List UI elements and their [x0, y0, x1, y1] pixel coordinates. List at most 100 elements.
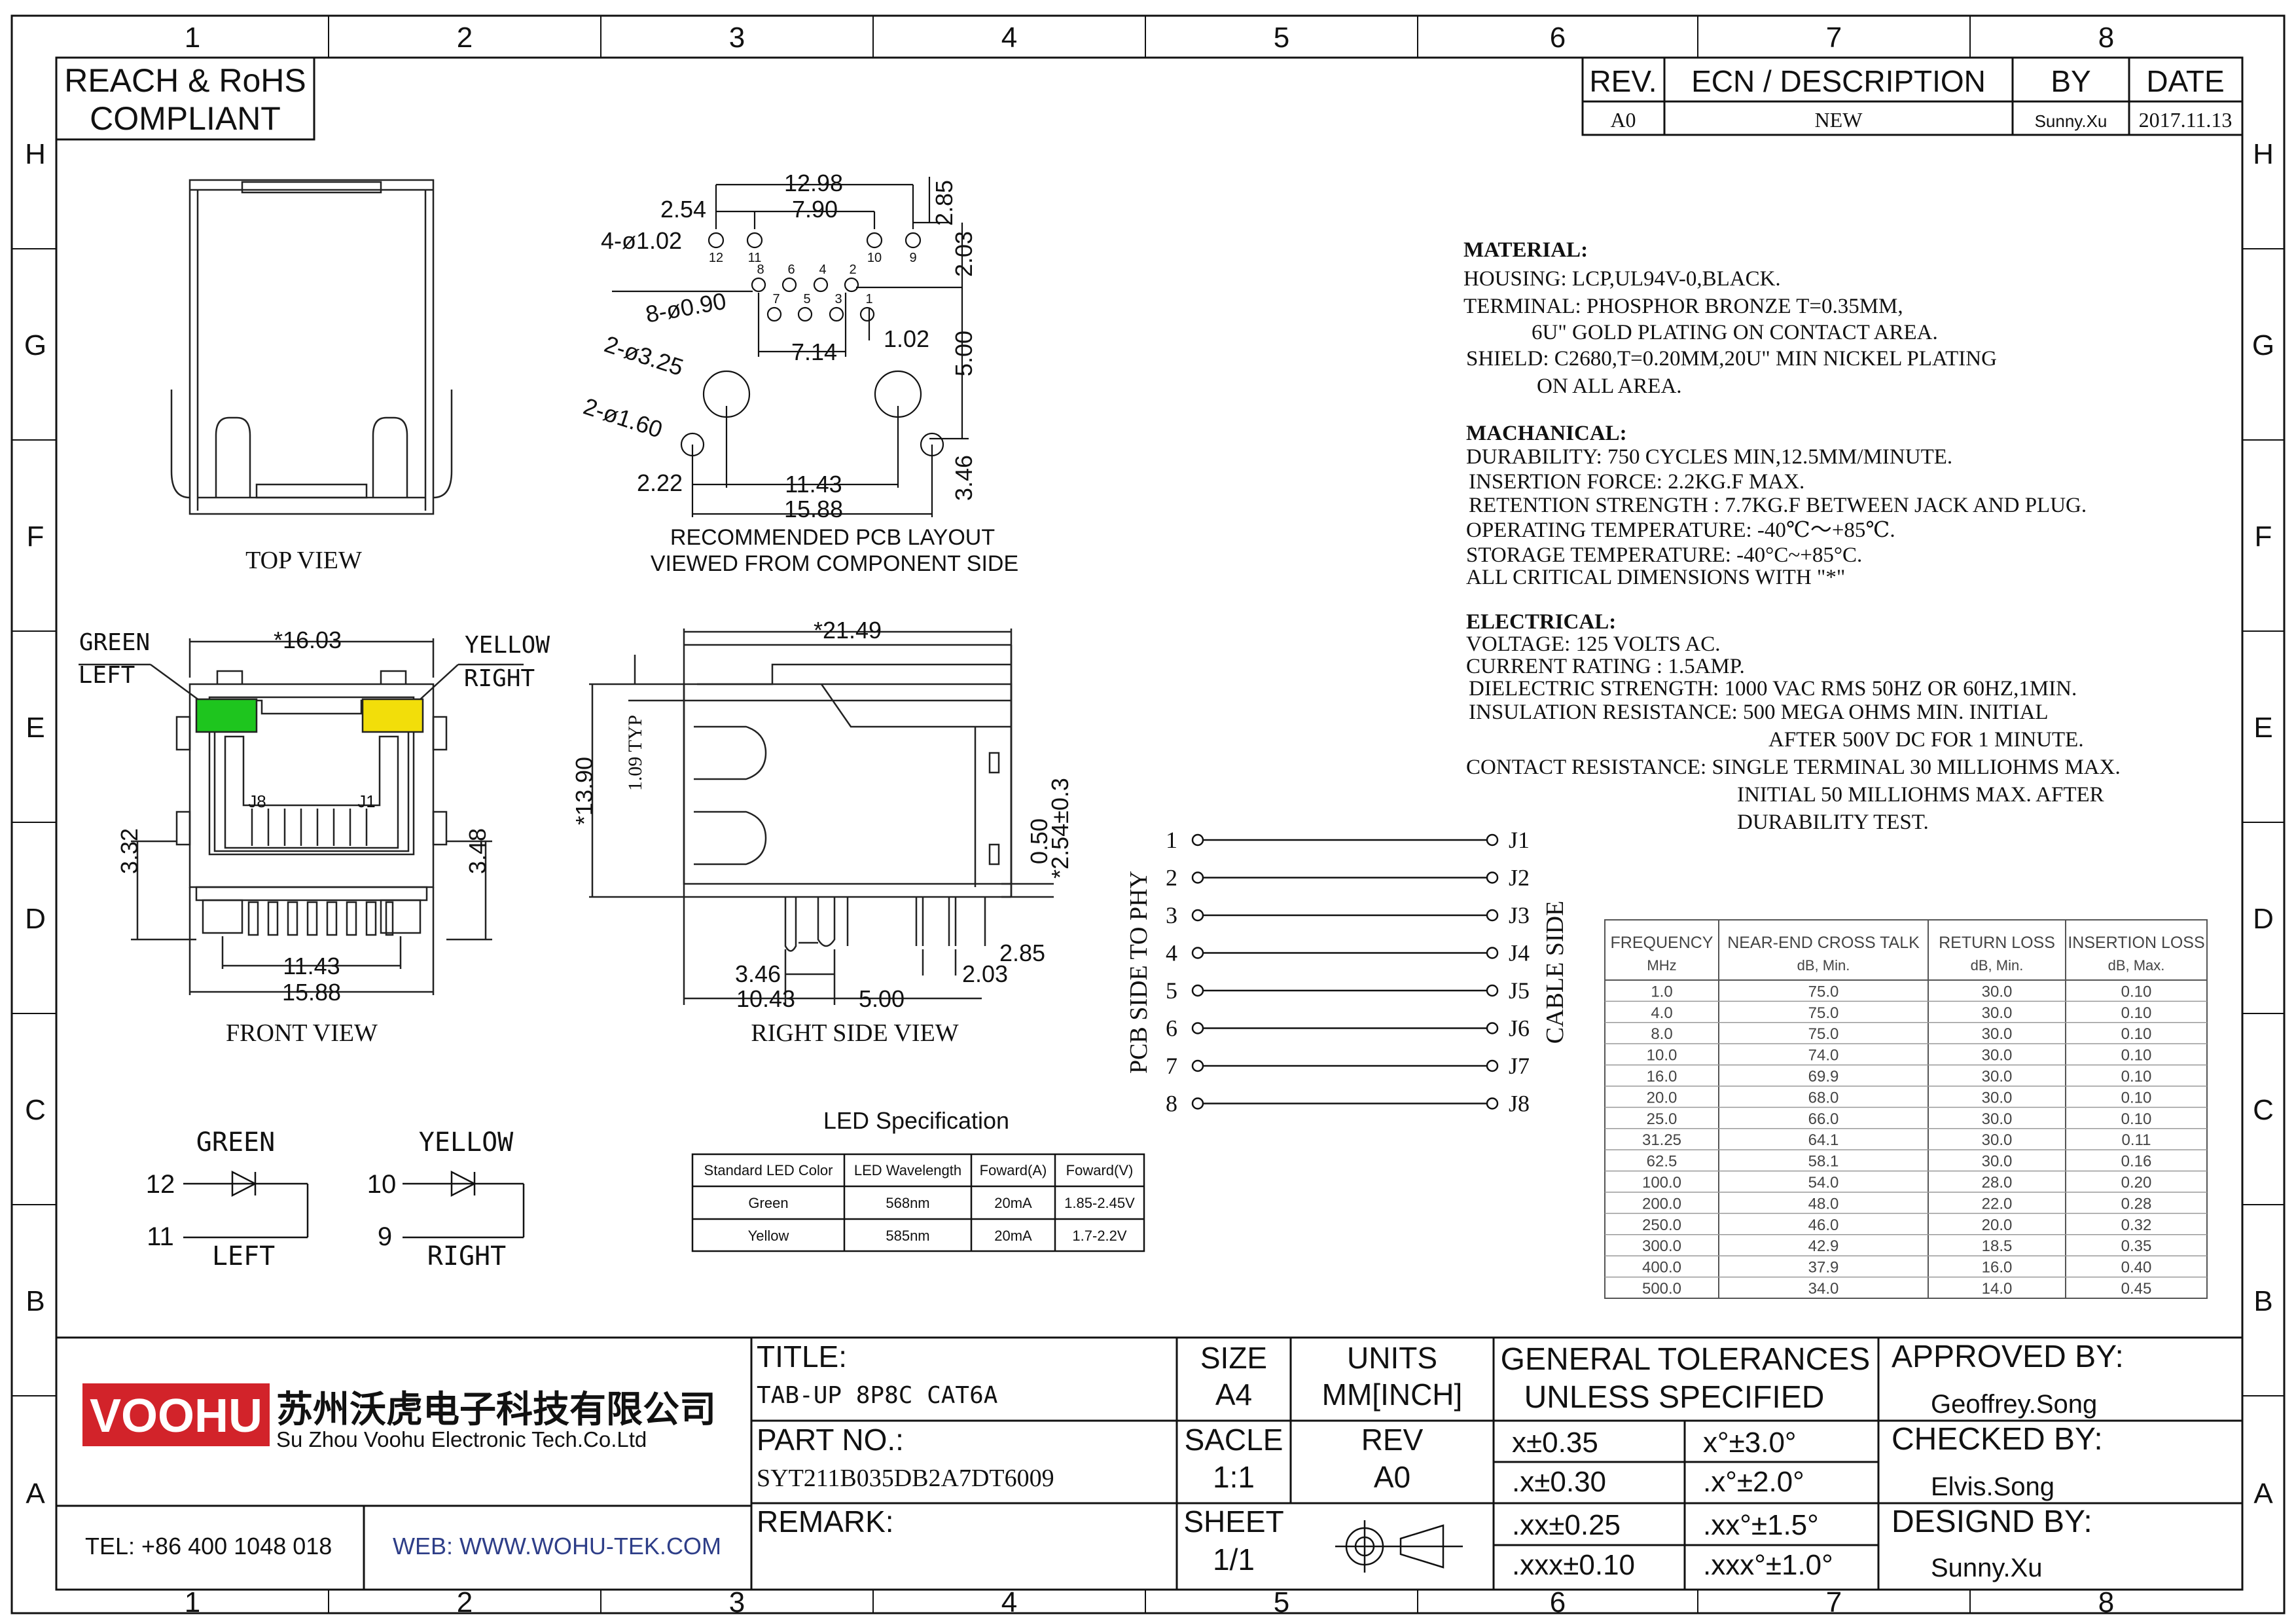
- perf-table-cell: 54.0: [1808, 1174, 1839, 1192]
- perf-table-cell: 30.0: [1982, 1068, 2013, 1085]
- led-spec-cell: 20mA: [994, 1195, 1032, 1211]
- led-circuit-drawing: [183, 1170, 525, 1239]
- svg-text:.xx°±1.5°: .xx°±1.5°: [1703, 1509, 1819, 1541]
- pcb-dim-12-98: 12.98: [784, 170, 843, 196]
- size-value: A4: [1215, 1377, 1252, 1412]
- perf-table-cell: 74.0: [1808, 1047, 1839, 1065]
- date-header: DATE: [2146, 64, 2224, 98]
- pcb-dim-2-hole-325: 2-ø3.25: [601, 330, 687, 380]
- schematic-jack-label: J8: [1509, 1091, 1530, 1117]
- rev-value: A0: [1610, 108, 1636, 132]
- elec-line: DURABILITY TEST.: [1737, 811, 1929, 834]
- pcb-layout-drawing: [612, 177, 969, 517]
- perf-table-cell: 400.0: [1642, 1259, 1681, 1277]
- part-value: SYT211B035DB2A7DT6009: [757, 1465, 1054, 1492]
- rev-label: REV: [1361, 1423, 1424, 1457]
- grid-row-label: F: [2255, 520, 2272, 553]
- pcb-dim-4-hole: 4-ø1.02: [601, 227, 682, 254]
- perf-table-header: NEAR-END CROSS TALK: [1727, 934, 1920, 952]
- ecn-value: NEW: [1815, 108, 1863, 132]
- front-dim-11-43: 11.43: [283, 953, 340, 979]
- rev-block-value: A0: [1374, 1460, 1410, 1494]
- company-name-en: Su Zhou Voohu Electronic Tech.Co.Ltd: [276, 1427, 647, 1451]
- schematic-pin-number: 1: [1166, 827, 1177, 853]
- perf-table-cell: 75.0: [1808, 1025, 1839, 1043]
- side-dim-10-43: 10.43: [736, 985, 795, 1012]
- perf-table-cell: 0.10: [2121, 1047, 2152, 1065]
- perf-table-cell: 0.35: [2121, 1237, 2152, 1255]
- schematic-terminal: [1191, 909, 1204, 922]
- schematic-jack-label: J6: [1509, 1015, 1530, 1042]
- perf-table-cell: 42.9: [1808, 1237, 1839, 1255]
- revision-table: [1581, 56, 2244, 136]
- circuit-yellow: YELLOW: [419, 1127, 514, 1158]
- mech-line: RETENTION STRENGTH : 7.7KG.F BETWEEN JAC…: [1469, 494, 2087, 517]
- schematic-pin-number: 5: [1166, 977, 1177, 1004]
- material-line: TERMINAL: PHOSPHOR BRONZE T=0.35MM,: [1463, 295, 1903, 318]
- grid-row-label: C: [25, 1094, 46, 1126]
- perf-table-cell: 18.5: [1982, 1237, 2013, 1255]
- schematic-terminal: [1191, 1059, 1204, 1072]
- front-dim-15-88: 15.88: [282, 979, 341, 1006]
- perf-table-border: [1604, 919, 2208, 1299]
- schematic-terminal: [1191, 1022, 1204, 1034]
- grid-column-label: 4: [1001, 1586, 1017, 1618]
- perf-table-cell: 0.20: [2121, 1174, 2152, 1192]
- designed-value: Sunny.Xu: [1931, 1554, 2043, 1582]
- perf-table-cell: 1.0: [1651, 983, 1672, 1000]
- grid-column-label: 3: [729, 22, 745, 54]
- approved-label: APPROVED BY:: [1892, 1340, 2124, 1374]
- schematic-terminal: [1486, 1059, 1499, 1072]
- perf-table-cell: 30.0: [1982, 1153, 2013, 1171]
- tel: TEL: +86 400 1048 018: [85, 1533, 332, 1559]
- svg-text:.x±0.30: .x±0.30: [1512, 1466, 1606, 1498]
- perf-table-cell: 28.0: [1982, 1174, 2013, 1192]
- elec-heading: ELECTRICAL:: [1466, 610, 1616, 634]
- grid-column-label: 8: [2098, 22, 2114, 54]
- pcb-dim-8-hole: 8-ø0.90: [643, 287, 728, 328]
- part-label: PART NO.:: [757, 1423, 904, 1457]
- company-logo: [82, 1383, 270, 1446]
- grid-column-label: 2: [457, 1586, 473, 1618]
- pcb-dim-7-90: 7.90: [792, 196, 838, 223]
- checked-value: Elvis.Song: [1931, 1472, 2054, 1501]
- schematic-left-label: PCB SIDE TO PHY: [1125, 871, 1153, 1074]
- grid-row-label: G: [2252, 329, 2274, 361]
- elec-line: CONTACT RESISTANCE: SINGLE TERMINAL 30 M…: [1466, 756, 2121, 779]
- tolerance-values: x±0.35 x°±3.0° .x±0.30 .x°±2.0° .xx±0.25…: [1512, 1427, 1833, 1581]
- perf-table-cell: 22.0: [1982, 1195, 2013, 1213]
- perf-table-cell: 500.0: [1642, 1280, 1681, 1298]
- perf-table-cell: 16.0: [1982, 1259, 2013, 1277]
- perf-table-cell: 0.10: [2121, 1068, 2152, 1085]
- schematic-terminal: [1486, 947, 1499, 959]
- pcb-dim-2-03: 2.03: [950, 231, 977, 277]
- svg-text:1: 1: [865, 292, 872, 306]
- front-yellow-label: YELLOW: [465, 632, 550, 659]
- grid-column-label: 5: [1274, 22, 1289, 54]
- svg-text:.xxx°±1.0°: .xxx°±1.0°: [1703, 1549, 1833, 1581]
- grid-column-label: 3: [729, 1586, 745, 1618]
- led-spec-cell: 1.7-2.2V: [1072, 1228, 1126, 1244]
- svg-text:x°±3.0°: x°±3.0°: [1703, 1427, 1797, 1459]
- mech-line: OPERATING TEMPERATURE: -40℃～+85℃.: [1466, 519, 1895, 542]
- perf-table-cell: 30.0: [1982, 1025, 2013, 1043]
- grid-column-label: 7: [1826, 1586, 1842, 1618]
- perf-table-cell: 0.10: [2121, 1025, 2152, 1043]
- perf-table-cell: 30.0: [1982, 1047, 2013, 1065]
- perf-table-cell: 69.9: [1808, 1068, 1839, 1085]
- remark-label: REMARK:: [757, 1504, 894, 1539]
- grid-row-label: E: [2253, 712, 2272, 744]
- pcb-dim-2-hole-160: 2-ø1.60: [581, 392, 666, 443]
- circuit-pin-10: 10: [367, 1170, 397, 1199]
- led-spec-cell: Yellow: [748, 1228, 789, 1244]
- circuit-pin-12: 12: [146, 1170, 175, 1199]
- pcb-dim-2-22: 2.22: [637, 469, 683, 496]
- perf-table-unit: MHz: [1647, 957, 1676, 974]
- date-value: 2017.11.13: [2139, 108, 2233, 132]
- spec-notes: MATERIAL: HOUSING: LCP,UL94V-0,BLACK. TE…: [1463, 238, 2121, 834]
- grid-column-label: 7: [1826, 22, 1842, 54]
- grid-column-label: 4: [1001, 22, 1017, 54]
- perf-table-unit: dB, Max.: [2108, 957, 2165, 974]
